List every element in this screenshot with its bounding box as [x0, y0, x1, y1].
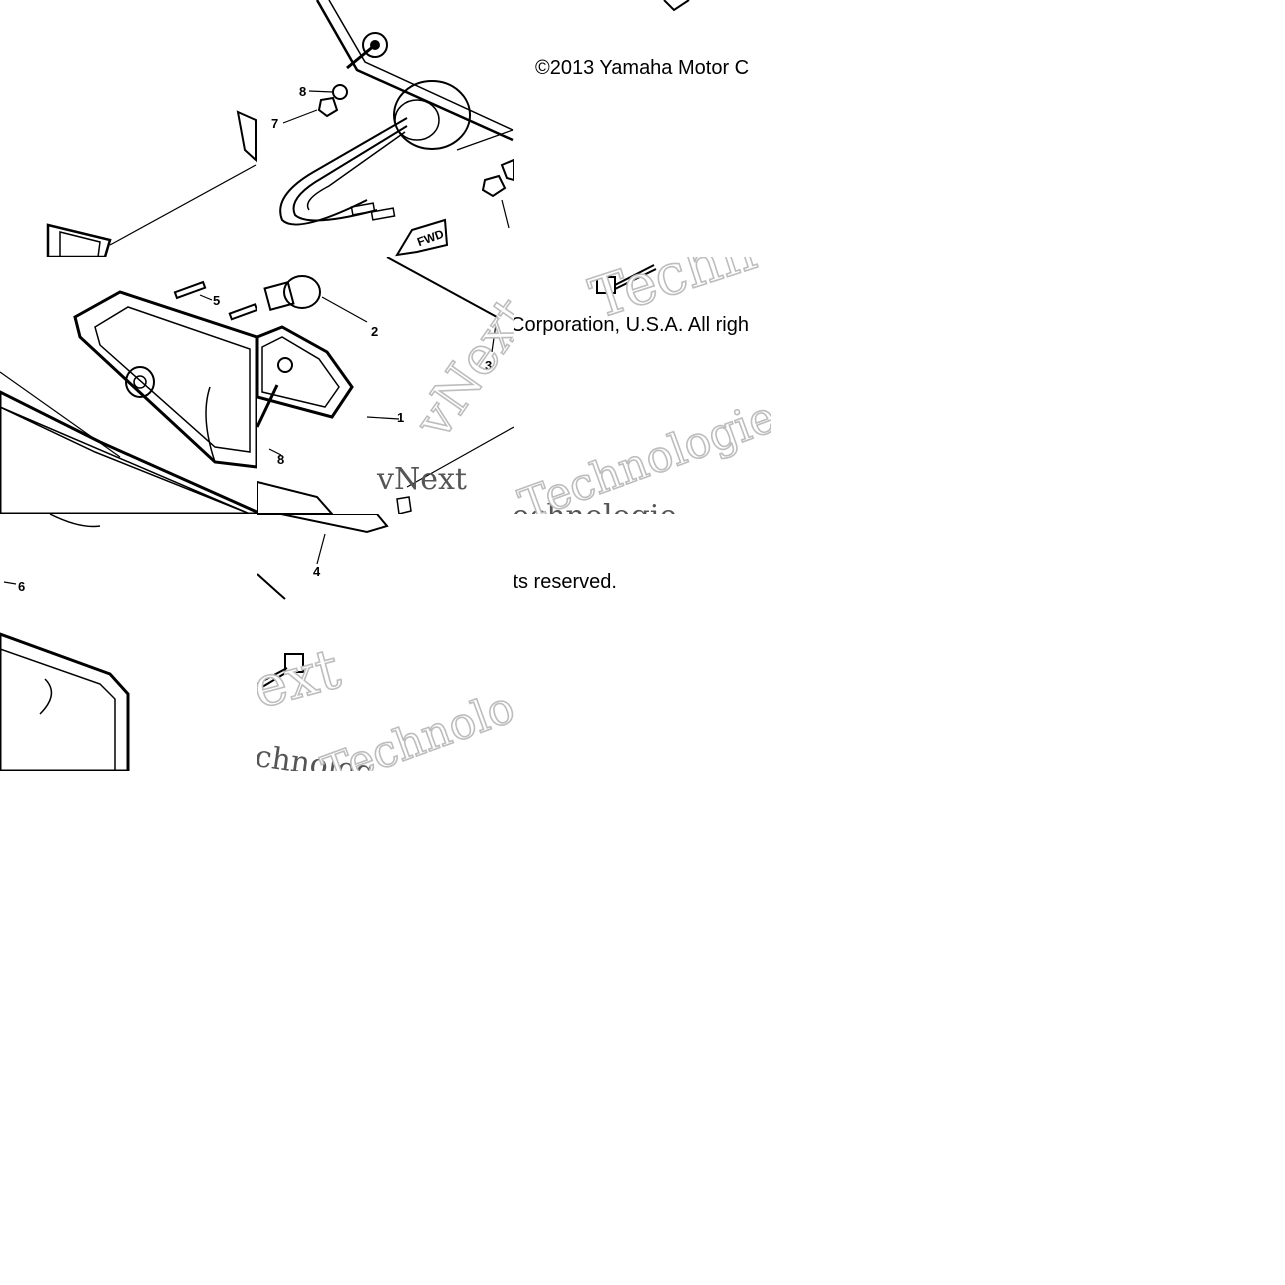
- bulb-and-lens-drawing: 2 8 1 3: [257, 257, 514, 514]
- diagram-tile: Techn Corporation, U.S.A. All righ Techn…: [514, 257, 771, 514]
- diagram-tile: [0, 0, 257, 257]
- diagram-tile: 6: [0, 514, 257, 771]
- gasket-and-harness-drawing: 4: [257, 514, 389, 691]
- callout-label: 4: [313, 564, 321, 579]
- watermark-text: vNext: [377, 462, 467, 497]
- lens-frame-drawing: [46, 110, 257, 257]
- callout-label: 2: [371, 324, 378, 339]
- callout-label: 8: [299, 84, 306, 99]
- diagram-tile: 4 ext chnolog Technologie: [257, 514, 514, 771]
- callout-label: 5: [213, 293, 220, 308]
- diagram-tile: 2 8 1 3 vNext vNext: [257, 257, 514, 514]
- callout-label: 7: [271, 116, 278, 131]
- socket-harness-drawing: 8 7 FWD: [271, 0, 514, 257]
- lamp-housing-drawing: 5: [0, 280, 257, 514]
- diagram-tile: its reserved.: [514, 514, 771, 771]
- corner-fragment-drawing: [663, 0, 690, 12]
- callout-label: 6: [18, 579, 25, 594]
- watermark-text: Technologie: [514, 502, 677, 515]
- callout-label: 8: [277, 452, 284, 467]
- connector-drawing: [596, 264, 657, 294]
- copyright-line-2: Corporation, U.S.A. All righ: [514, 315, 749, 335]
- copyright-line-1: ©2013 Yamaha Motor C: [535, 58, 750, 78]
- copyright-line-3: its reserved.: [514, 572, 617, 592]
- diagram-tile: 8 7 FWD: [257, 0, 514, 257]
- callout-label: 1: [397, 410, 404, 425]
- callout-label: 3: [485, 358, 492, 373]
- diagram-tile: 5: [0, 257, 257, 514]
- lamp-body-drawing: 6: [0, 514, 130, 771]
- diagram-tile: ©2013 Yamaha Motor C: [514, 0, 771, 257]
